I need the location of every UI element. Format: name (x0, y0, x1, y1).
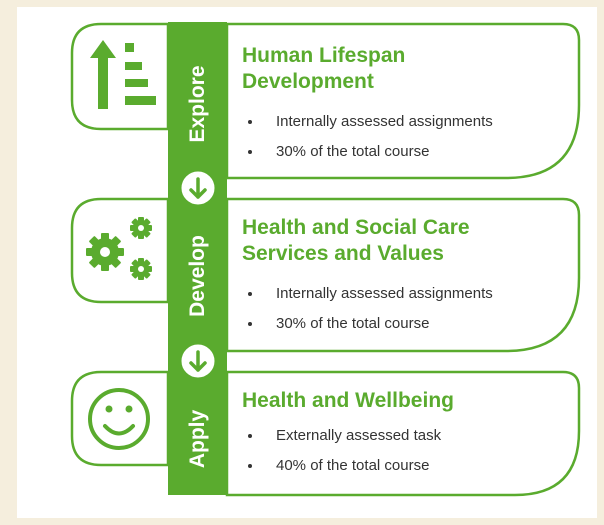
stage-label-apply: Apply (186, 409, 209, 469)
stage-title-line: Development (242, 70, 374, 93)
stage-bullet-list: Internally assessed assignments 30% of t… (242, 279, 493, 339)
stage-title: Health and Social Care Services and Valu… (242, 215, 470, 267)
stage-title-line: Human Lifespan (242, 44, 406, 67)
list-item: Externally assessed task (242, 421, 441, 451)
list-item: 30% of the total course (242, 309, 493, 339)
stage-3-panel (225, 370, 581, 497)
stage-title-line: Health and Wellbeing (242, 389, 454, 412)
stage-3-icon-box (70, 370, 170, 467)
list-item: Internally assessed assignments (242, 107, 493, 137)
stage-title: Human Lifespan Development (242, 43, 405, 95)
stage-bullet-list: Internally assessed assignments 30% of t… (242, 107, 493, 167)
smiley-face-icon (88, 388, 150, 450)
stage-label-develop: Develop (186, 235, 209, 317)
gears-icon (86, 217, 152, 280)
diagram-frame (70, 22, 581, 497)
stage-title-line: Services and Values (242, 242, 444, 265)
list-item: 30% of the total course (242, 137, 493, 167)
arrow-down-icon (178, 168, 218, 208)
course-structure-diagram: Explore Develop Apply Human Lifespan Dev… (17, 7, 597, 518)
list-item: Internally assessed assignments (242, 279, 493, 309)
stage-bullet-list: Externally assessed task 40% of the tota… (242, 421, 441, 481)
stage-title: Health and Wellbeing (242, 388, 454, 414)
stage-label-explore: Explore (186, 65, 209, 143)
progress-bars-icon (90, 40, 156, 109)
stage-2-panel (225, 197, 581, 353)
stage-1-panel (225, 22, 581, 180)
stage-1-icon-box (70, 22, 170, 131)
arrow-down-icon (178, 341, 218, 381)
stage-bar (168, 22, 227, 495)
list-item: 40% of the total course (242, 451, 441, 481)
stage-title-line: Health and Social Care (242, 216, 470, 239)
